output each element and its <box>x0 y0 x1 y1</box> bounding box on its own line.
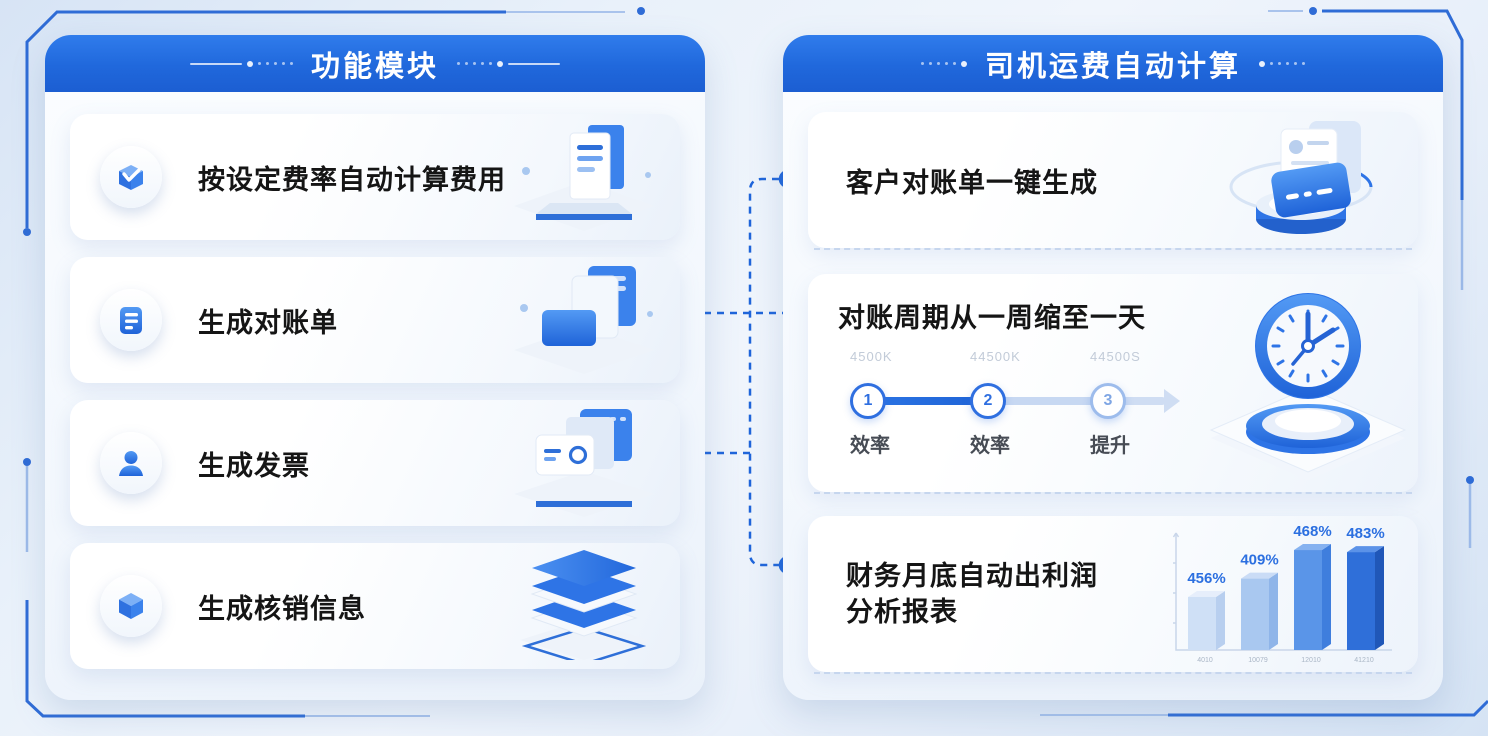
clock-illustration <box>1205 284 1410 485</box>
timeline-caption: 效率 <box>970 435 1010 457</box>
feature-card-invoice: 生成发票 <box>70 400 680 526</box>
timeline-caption: 提升 <box>1090 435 1130 457</box>
benefit-card-label: 客户对账单一键生成 <box>846 167 1098 198</box>
invoice-cards-illustration <box>508 405 660 522</box>
label-line-1: 财务月底自动出利润 <box>846 560 1098 591</box>
timeline-arrowhead <box>1164 389 1180 413</box>
timeline-segment-arrow <box>1108 397 1166 405</box>
benefit-card-label: 财务月底自动出利润 分析报表 <box>846 558 1098 631</box>
timeline-ghost-label: 44500S <box>1090 349 1141 364</box>
bar-3: 468% 12010 <box>1293 523 1331 664</box>
header-decor-left <box>189 60 293 67</box>
feature-card-rate-calc: 按设定费率自动计算费用 <box>70 114 680 240</box>
feature-card-label: 按设定费率自动计算费用 <box>198 164 506 195</box>
benefit-card-profit-report: 财务月底自动出利润 分析报表 456% 4010 409% 10079 468% 1201… <box>808 516 1418 674</box>
timeline-ghost-label: 4500K <box>850 349 893 364</box>
feature-card-statement: 生成对账单 <box>70 257 680 383</box>
efficiency-timeline: 4500K 44500K 44500S 1 2 3 效率 效率 提升 <box>838 349 1198 467</box>
user-icon <box>100 432 162 494</box>
bar-value-label: 456% <box>1187 569 1225 586</box>
timeline-step-2: 2 <box>970 383 1006 419</box>
box-check-icon <box>100 146 162 208</box>
cube-icon <box>100 575 162 637</box>
header-decor-left <box>920 60 967 67</box>
timeline-segment-solid <box>868 397 988 405</box>
left-panel-title: 功能模块 <box>310 50 439 83</box>
bar-category-label: 10079 <box>1248 657 1268 664</box>
bar-value-label: 468% <box>1293 523 1331 540</box>
timeline-segment-light <box>988 397 1108 405</box>
feature-card-writeoff: 生成核销信息 <box>70 543 680 669</box>
bar-value-label: 483% <box>1346 525 1384 542</box>
timeline-step-1: 1 <box>850 383 886 419</box>
bar-1: 456% 4010 <box>1187 569 1225 663</box>
bar-category-label: 12010 <box>1301 657 1321 664</box>
bar-category-label: 4010 <box>1197 657 1213 664</box>
header-decor-right <box>1259 60 1305 67</box>
bar-4: 483% 41210 <box>1346 525 1384 664</box>
bar-category-label: 41210 <box>1354 657 1374 664</box>
benefit-card-cycle-reduction: 对账周期从一周缩至一天 4500K 44500K 44500S 1 2 3 效率… <box>808 274 1418 494</box>
left-panel-function-modules: 功能模块 按设定费率自动计算费用 <box>45 35 705 700</box>
right-panel-header: 司机运费自动计算 <box>783 35 1443 92</box>
label-line-2: 分析报表 <box>846 597 958 627</box>
header-decor-right <box>457 60 560 67</box>
right-panel-title: 司机运费自动计算 <box>984 50 1241 83</box>
bar-2: 409% 10079 <box>1240 551 1278 663</box>
feature-card-label: 生成核销信息 <box>198 593 366 624</box>
right-panel-auto-freight: 司机运费自动计算 客户对账单一键生成 <box>783 35 1443 700</box>
timeline-caption: 效率 <box>850 435 890 457</box>
bar-value-label: 409% <box>1240 551 1278 568</box>
profit-bar-chart: 456% 4010 409% 10079 468% 12010 483% 41210 <box>1164 517 1404 672</box>
timeline-step-3: 3 <box>1090 383 1126 419</box>
benefit-card-statement-generation: 客户对账单一键生成 <box>808 112 1418 250</box>
feature-card-label: 生成对账单 <box>198 307 338 338</box>
feature-card-label: 生成发票 <box>198 450 310 481</box>
statement-icon <box>100 289 162 351</box>
billing-card-illustration <box>1197 115 1402 246</box>
document-printer-illustration <box>508 119 660 236</box>
folder-documents-illustration <box>508 262 660 379</box>
book-stack-illustration <box>508 548 660 665</box>
timeline-ghost-label: 44500K <box>970 349 1021 364</box>
benefit-card-label: 对账周期从一周缩至一天 <box>838 303 1146 333</box>
left-panel-header: 功能模块 <box>45 35 705 92</box>
